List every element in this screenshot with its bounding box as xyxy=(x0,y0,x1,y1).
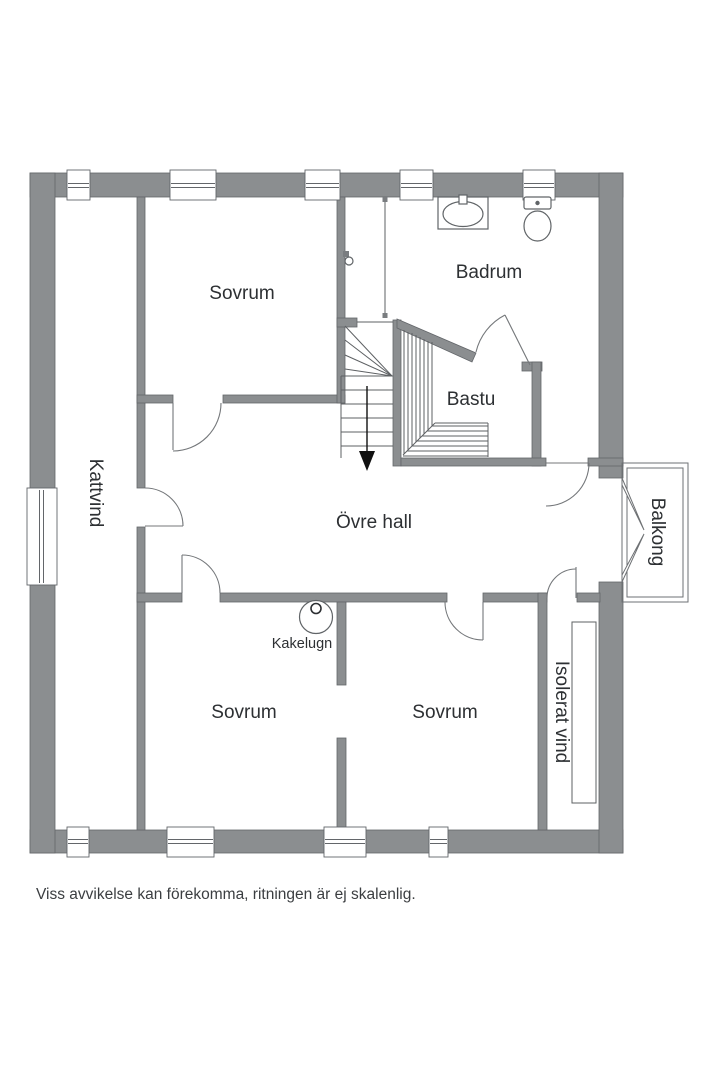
door-arc xyxy=(144,487,184,527)
window-icon xyxy=(323,826,367,858)
window-icon xyxy=(304,169,341,201)
stove-circle-icon xyxy=(298,599,334,635)
interior-walls xyxy=(136,196,624,831)
sink-icon xyxy=(437,194,489,230)
room-label-bedroom-top: Sovrum xyxy=(209,283,274,304)
room-label-bedroom-bottom-right: Sovrum xyxy=(412,702,477,723)
balcony-double-door-icon xyxy=(621,477,645,583)
room-label-upper-hall: Övre hall xyxy=(336,512,412,533)
sauna-benches xyxy=(402,330,489,457)
window-icon xyxy=(26,487,58,586)
bathroom-fixtures xyxy=(437,194,552,242)
room-label-tiled-stove: Kakelugn xyxy=(272,636,332,652)
door-arc xyxy=(444,601,484,641)
down-arrow-icon xyxy=(359,386,375,471)
room-label-bathroom: Badrum xyxy=(456,262,523,283)
wall-fixture-icon xyxy=(343,251,354,266)
window-icon xyxy=(66,826,90,858)
room-label-sauna: Bastu xyxy=(447,389,496,410)
door-arc xyxy=(172,402,222,452)
room-labels: Sovrum Badrum Bastu Övre hall Kakelugn S… xyxy=(85,262,668,763)
window-icon xyxy=(399,169,434,201)
outer-walls xyxy=(29,172,624,854)
door-arc xyxy=(545,462,590,507)
door-arc xyxy=(181,554,221,594)
staircase xyxy=(340,197,393,471)
knee-wall-outline xyxy=(571,621,597,804)
room-label-cat-attic: Kattvind xyxy=(85,459,106,528)
disclaimer-text: Viss avvikelse kan förekomma, ritningen … xyxy=(36,886,416,903)
window-icon xyxy=(166,826,215,858)
balcony xyxy=(621,462,689,603)
door-arc xyxy=(546,567,577,599)
door-arc xyxy=(475,314,531,366)
windows xyxy=(26,169,556,858)
room-label-balcony: Balkong xyxy=(647,498,668,567)
room-label-insulated-attic: Isolerat vind xyxy=(551,661,572,763)
toilet-icon xyxy=(523,196,552,242)
room-label-bedroom-bottom-left: Sovrum xyxy=(211,702,276,723)
window-icon xyxy=(66,169,91,201)
window-icon xyxy=(169,169,217,201)
window-icon xyxy=(428,826,449,858)
doors xyxy=(144,314,590,641)
window-icon xyxy=(522,169,556,201)
